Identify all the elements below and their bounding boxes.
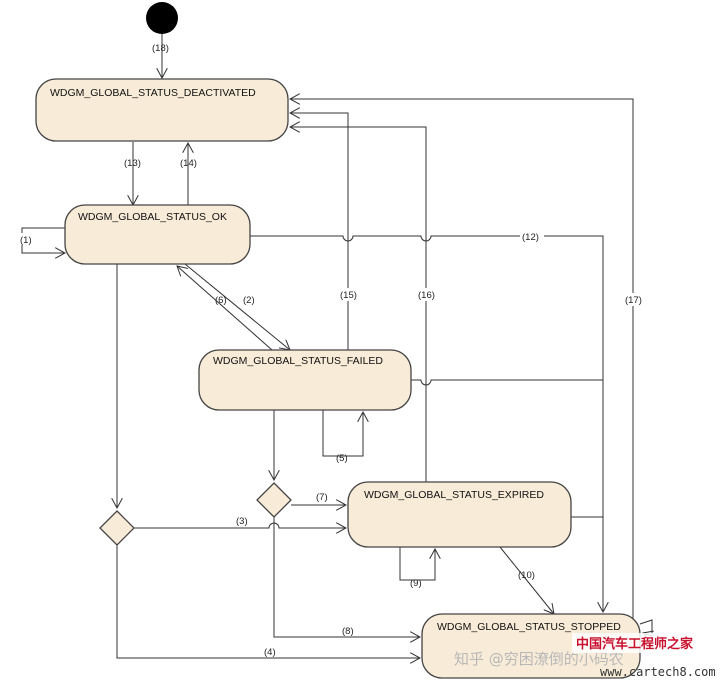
state-failed-label: WDGM_GLOBAL_STATUS_FAILED — [213, 355, 383, 367]
watermark-zhihu: 知乎 @穷困潦倒的小码农 — [454, 650, 624, 668]
transition-9-line — [399, 547, 435, 581]
transition-5-line — [322, 410, 363, 457]
transition-1-label: (1) — [20, 235, 32, 246]
transition-15-label: (15) — [340, 290, 357, 301]
transition-17-line — [290, 99, 634, 620]
transition-13-label: (13) — [124, 158, 141, 169]
decision-node-2 — [256, 482, 292, 518]
state-ok: WDGM_GLOBAL_STATUS_OK — [64, 204, 251, 265]
transition-14-label: (14) — [180, 158, 197, 169]
initial-node — [146, 2, 178, 34]
transition-10-line — [499, 546, 554, 614]
transition-6-label: (6) — [215, 295, 227, 306]
transition-15-line — [290, 113, 349, 350]
transition-12-label: (12) — [522, 232, 539, 243]
state-deactivated: WDGM_GLOBAL_STATUS_DEACTIVATED — [35, 78, 289, 142]
transition-8-label: (8) — [342, 626, 354, 637]
transition-9-label: (9) — [410, 578, 422, 589]
state-failed: WDGM_GLOBAL_STATUS_FAILED — [198, 349, 412, 411]
transition-2-line — [184, 263, 290, 350]
transition-2-label: (2) — [243, 295, 255, 306]
transition-18-label: (18) — [152, 43, 169, 54]
state-expired-label: WDGM_GLOBAL_STATUS_EXPIRED — [364, 489, 544, 501]
transition-5-label: (5) — [336, 453, 348, 464]
watermark-car-engineer: 中国汽车工程师之家 — [576, 636, 694, 652]
transition-10-label: (10) — [518, 570, 535, 581]
failed-stopped-connector — [411, 379, 603, 386]
transition-16-line — [290, 127, 427, 482]
state-stopped: WDGM_GLOBAL_STATUS_STOPPED — [421, 613, 641, 679]
transition-12-line — [250, 235, 603, 612]
state-ok-label: WDGM_GLOBAL_STATUS_OK — [78, 211, 227, 223]
transition-3-label: (3) — [236, 516, 248, 527]
state-stopped-label: WDGM_GLOBAL_STATUS_STOPPED — [437, 621, 621, 633]
state-deactivated-label: WDGM_GLOBAL_STATUS_DEACTIVATED — [50, 87, 256, 99]
watermark-site: www.cartech8.com — [600, 665, 716, 679]
transition-4-line — [116, 545, 420, 658]
state-expired: WDGM_GLOBAL_STATUS_EXPIRED — [347, 481, 572, 548]
transition-4-label: (4) — [264, 647, 276, 658]
transition-17-label: (17) — [625, 295, 642, 306]
decision-node-1 — [99, 510, 135, 546]
transition-6-line — [177, 266, 273, 351]
transition-16-label: (16) — [418, 290, 435, 301]
transition-7-label: (7) — [316, 492, 328, 503]
transition-8-line — [273, 517, 420, 637]
